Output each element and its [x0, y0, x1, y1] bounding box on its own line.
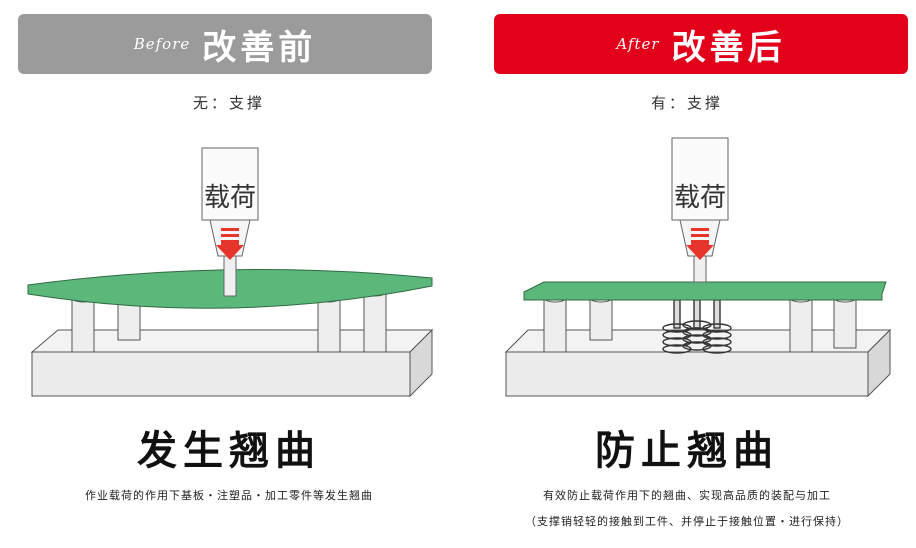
- base-side: [867, 328, 891, 398]
- after-tag: After: [616, 35, 660, 53]
- before-support-label: 无：支撑: [192, 94, 265, 112]
- after-support-label: 有：支撑: [650, 94, 723, 112]
- before-diagram: 载荷: [27, 147, 434, 398]
- load-arrow: [216, 245, 244, 260]
- load-label: 载荷: [204, 183, 256, 213]
- press-tool: [201, 147, 259, 297]
- base-front: [31, 351, 411, 397]
- load-label: 载荷: [674, 183, 726, 213]
- after-title: 改善后: [671, 27, 786, 68]
- after-header: After 改善后: [494, 14, 908, 74]
- before-header: Before 改善前: [18, 14, 432, 74]
- before-description: 作业载荷的作用下基板・注塑品・加工零件等发生翘曲: [85, 489, 373, 502]
- before-panel: Before 改善前 无：支撑: [18, 14, 434, 502]
- before-title: 改善前: [202, 27, 317, 68]
- after-description: 有效防止载荷作用下的翘曲、实现高品质的装配与加工: [543, 489, 831, 502]
- before-tag: Before: [133, 35, 191, 53]
- base-front: [505, 351, 869, 397]
- base-side: [409, 328, 433, 398]
- flat-board: [523, 281, 887, 301]
- before-result-title: 发生翘曲: [137, 428, 321, 474]
- load-arrow: [686, 245, 714, 260]
- after-panel: After 改善后 有：支撑: [458, 0, 916, 548]
- after-diagram: 载荷: [504, 137, 892, 398]
- after-result-title: 防止翘曲: [595, 428, 779, 474]
- press-tool: [671, 137, 729, 283]
- after-note: （支撑销轻轻的接触到工件、并停止于接触位置・进行保持）: [525, 515, 849, 528]
